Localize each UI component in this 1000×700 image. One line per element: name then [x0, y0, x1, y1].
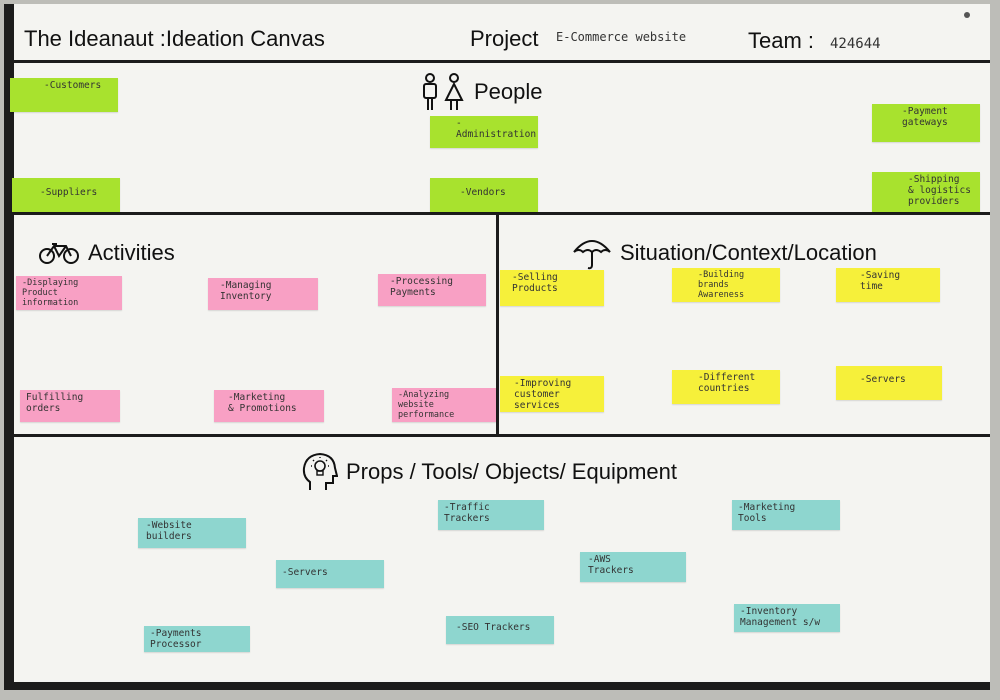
people-title: People [474, 79, 543, 104]
project-label: Project [470, 26, 539, 51]
bicycle-icon [38, 241, 80, 265]
props-section-title: Props / Tools/ Objects/ Equipment [302, 452, 677, 492]
umbrella-icon [572, 236, 612, 270]
team-label: Team : [748, 28, 815, 53]
sticky-note-aws-trackers: -AWS Trackers [580, 552, 686, 582]
sticky-note-saving-time: -Saving time [836, 268, 940, 302]
divider-header [10, 60, 990, 63]
sticky-note-administration: -Administration [430, 116, 538, 148]
situation-section-title: Situation/Context/Location [572, 236, 877, 270]
situation-title: Situation/Context/Location [620, 240, 877, 265]
sticky-note-suppliers: -Suppliers [12, 178, 120, 212]
corner-pin [964, 12, 970, 18]
sticky-note-website-builders: -Website builders [138, 518, 246, 548]
sticky-note-different-countries: -Different countries [672, 370, 780, 404]
sticky-note-shipping-logistics: -Shipping & logistics providers [872, 172, 980, 212]
divider-activities-situation [496, 212, 499, 436]
sticky-note-fulfilling-orders: Fulfilling orders [20, 390, 120, 422]
props-title: Props / Tools/ Objects/ Equipment [346, 459, 677, 484]
sticky-note-improving-customer-services: -Improving customer services [500, 376, 604, 412]
team-value: 424644 [830, 36, 881, 52]
people-section-title: People [418, 72, 543, 112]
people-icon [418, 72, 466, 112]
lightbulb-head-icon [302, 452, 338, 492]
sticky-note-selling-products: -Selling Products [500, 270, 604, 306]
divider-activities [10, 434, 990, 437]
sticky-note-displaying-product-info: -Displaying Product information [16, 276, 122, 310]
sticky-note-vendors: -Vendors [430, 178, 538, 212]
sticky-note-servers-props: -Servers [276, 560, 384, 588]
sticky-note-marketing-promotions: -Marketing & Promotions [214, 390, 324, 422]
project-value: E-Commerce website [556, 30, 687, 44]
sticky-note-payments-processor: -Payments Processor [144, 626, 250, 652]
divider-people [10, 212, 990, 215]
sticky-note-seo-trackers: -SEO Trackers [446, 616, 554, 644]
sticky-note-analyzing-performance: -Analyzing website performance [392, 388, 496, 422]
activities-section-title: Activities [38, 240, 175, 266]
sticky-note-customers: -Customers [10, 78, 118, 112]
app-title: The Ideanaut :Ideation Canvas [24, 26, 325, 51]
sticky-note-processing-payments: -Processing Payments [378, 274, 486, 306]
sticky-note-servers-situation: -Servers [836, 366, 942, 400]
activities-title: Activities [88, 240, 175, 265]
sticky-note-inventory-management: -Inventory Management s/w [734, 604, 840, 632]
sticky-note-building-brand-awareness: -Building brands Awareness [672, 268, 780, 302]
sticky-note-managing-inventory: -Managing Inventory [208, 278, 318, 310]
sticky-note-marketing-tools: -Marketing Tools [732, 500, 840, 530]
sticky-note-payment-gateways: -Payment gateways [872, 104, 980, 142]
sticky-note-traffic-trackers: -Traffic Trackers [438, 500, 544, 530]
